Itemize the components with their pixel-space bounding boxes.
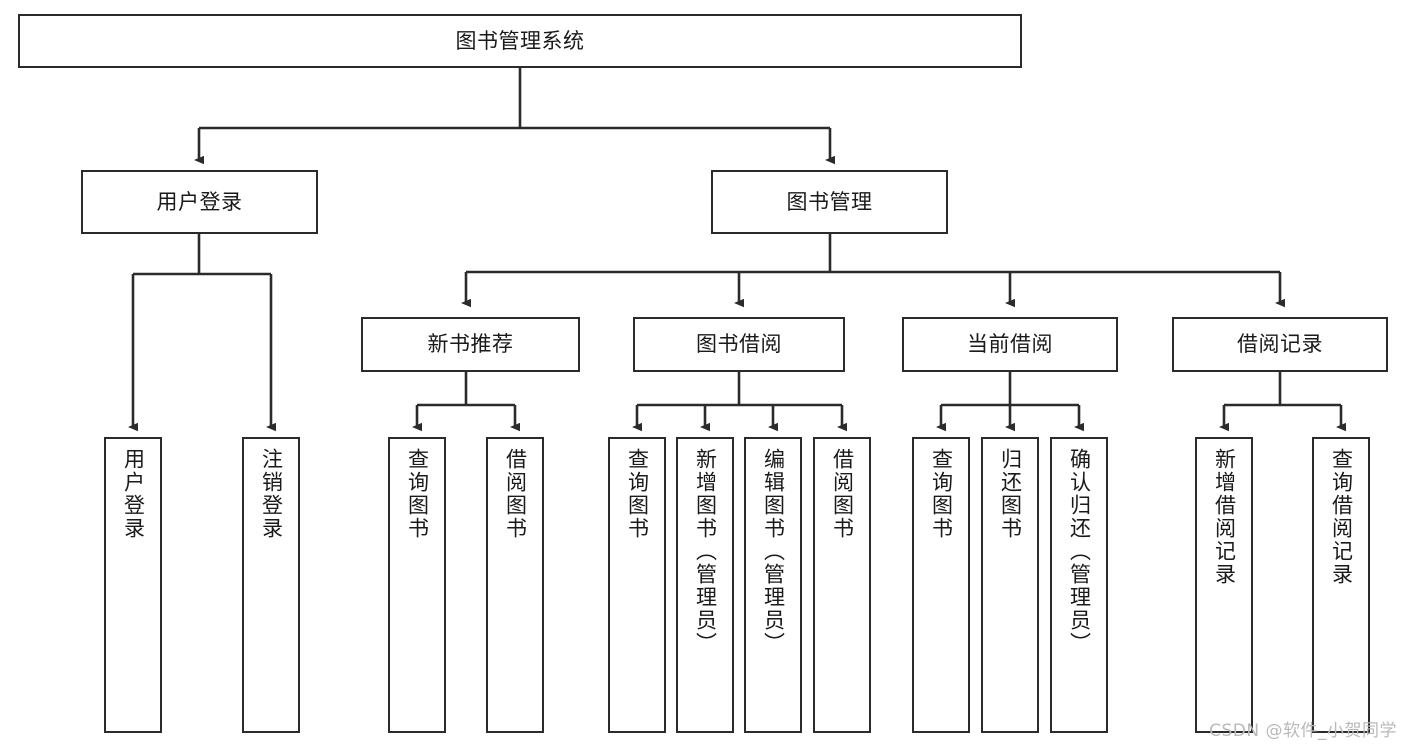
node-leaf-user-logout[interactable]: 注销登录 [242,437,300,733]
node-leaf-query-book-1-label: 查询图书 [405,448,430,540]
node-leaf-return-book[interactable]: 归还图书 [981,437,1039,733]
node-new-book-recommend[interactable]: 新书推荐 [361,317,580,372]
node-borrow-record-label: 借阅记录 [1237,332,1323,357]
node-book-borrow-label: 图书借阅 [696,332,782,357]
node-current-borrow-label: 当前借阅 [967,332,1053,357]
csdn-watermark: CSDN @软件_小贺同学 [1209,721,1397,741]
node-leaf-borrow-book-1-label: 借阅图书 [503,448,528,540]
node-leaf-borrow-book-2[interactable]: 借阅图书 [813,437,871,733]
node-root-label: 图书管理系统 [455,28,585,53]
node-leaf-query-book-3[interactable]: 查询图书 [912,437,970,733]
node-leaf-edit-book-label: 编辑图书（管理员） [761,448,786,655]
node-leaf-query-book-3-label: 查询图书 [929,448,954,540]
node-current-borrow[interactable]: 当前借阅 [902,317,1118,372]
node-leaf-query-book-2-label: 查询图书 [625,448,650,540]
node-leaf-query-book-1[interactable]: 查询图书 [388,437,446,733]
node-leaf-edit-book[interactable]: 编辑图书（管理员） [744,437,802,733]
node-leaf-user-login-label: 用户登录 [121,448,146,540]
node-leaf-query-record[interactable]: 查询借阅记录 [1312,437,1370,733]
node-leaf-add-book[interactable]: 新增图书（管理员） [676,437,734,733]
node-leaf-borrow-book-2-label: 借阅图书 [830,448,855,540]
node-leaf-borrow-book-1[interactable]: 借阅图书 [486,437,544,733]
node-leaf-user-login[interactable]: 用户登录 [104,437,162,733]
node-leaf-user-logout-label: 注销登录 [259,448,284,540]
node-leaf-query-record-label: 查询借阅记录 [1329,448,1354,586]
node-leaf-confirm-return-label: 确认归还（管理员） [1067,448,1092,655]
node-book-manage-label: 图书管理 [786,189,873,214]
node-user-login[interactable]: 用户登录 [81,170,318,234]
node-leaf-add-record[interactable]: 新增借阅记录 [1195,437,1253,733]
node-leaf-add-book-label: 新增图书（管理员） [693,448,718,655]
node-new-book-recommend-label: 新书推荐 [427,332,514,357]
node-book-borrow[interactable]: 图书借阅 [633,317,845,372]
node-user-login-label: 用户登录 [156,189,243,214]
node-book-manage[interactable]: 图书管理 [711,170,948,234]
node-root[interactable]: 图书管理系统 [18,14,1022,68]
node-leaf-add-record-label: 新增借阅记录 [1212,448,1237,586]
node-leaf-return-book-label: 归还图书 [998,448,1023,540]
node-leaf-query-book-2[interactable]: 查询图书 [608,437,666,733]
node-leaf-confirm-return[interactable]: 确认归还（管理员） [1050,437,1108,733]
node-borrow-record[interactable]: 借阅记录 [1172,317,1388,372]
